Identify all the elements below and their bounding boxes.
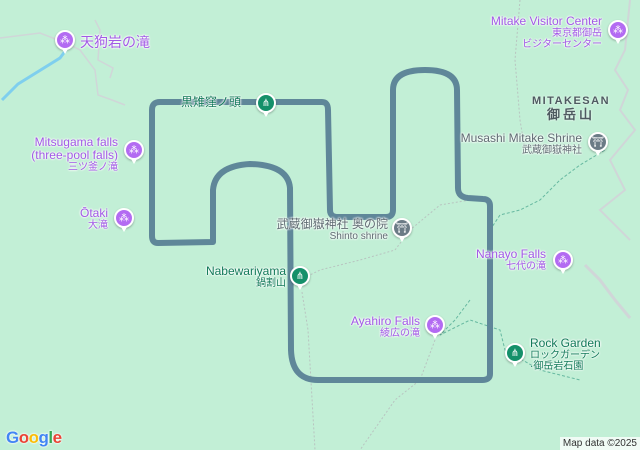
visitor-center-jp2: ビジターセンター bbox=[522, 39, 602, 50]
peak-icon[interactable]: ⋔ bbox=[256, 93, 276, 117]
rock-garden-name: Rock Garden bbox=[530, 336, 601, 350]
road bbox=[598, 0, 637, 241]
shrine-icon[interactable]: ⛩ bbox=[588, 132, 608, 156]
peak-icon[interactable]: ⋔ bbox=[290, 266, 310, 290]
place-label-ayahiro[interactable]: Ayahiro Falls 綾広の滝 bbox=[320, 314, 420, 340]
mitsugama-line2: (three-pool falls) bbox=[31, 148, 118, 162]
okunoin-name: 武蔵御嶽神社 奥の院 bbox=[276, 217, 388, 231]
nanayo-name: Nanayo Falls bbox=[475, 247, 546, 261]
waterfall-icon[interactable]: ⁂ bbox=[114, 208, 134, 232]
rock-garden-jp2: ·御岳岩石園 bbox=[530, 361, 584, 372]
ayahiro-jp: 綾広の滝 bbox=[380, 328, 420, 339]
musashi-mitake-jp: 武蔵御嶽神社 bbox=[522, 145, 582, 156]
area-label-en: MITAKESAN bbox=[531, 95, 611, 107]
nanayo-jp: 七代の滝 bbox=[506, 261, 546, 272]
place-label-tenguiwa[interactable]: 天狗岩の滝 bbox=[80, 34, 150, 50]
place-label-nanayo[interactable]: Nanayo Falls 七代の滝 bbox=[460, 247, 546, 273]
ayahiro-name: Ayahiro Falls bbox=[350, 314, 420, 328]
otaki-name: Ōtaki bbox=[79, 206, 108, 220]
dotted-trail bbox=[299, 199, 471, 281]
waterfall-icon[interactable]: ⁂ bbox=[55, 30, 75, 54]
place-label-visitor-center[interactable]: Mitake Visitor Center 東京都御岳 ビジターセンター bbox=[450, 14, 602, 51]
area-label-jp: 御岳山 bbox=[546, 107, 595, 122]
trail bbox=[94, 19, 114, 79]
dotted-trail bbox=[359, 339, 436, 450]
visitor-center-jp1: 東京都御岳 bbox=[552, 28, 602, 39]
trail bbox=[0, 32, 126, 106]
mitsugama-line1: Mitsugama falls bbox=[34, 135, 118, 149]
mitsugama-jp: 三ツ釜ノ滝 bbox=[68, 162, 118, 173]
nabewariyama-name: Nabewariyama bbox=[205, 264, 286, 278]
google-logo: Google bbox=[6, 428, 62, 447]
dotted-trail bbox=[489, 149, 606, 231]
waterfall-icon[interactable]: ⁂ bbox=[124, 140, 144, 164]
area-label-mitakesan: MITAKESAN 御岳山 bbox=[525, 94, 617, 122]
landmark-icon[interactable]: ⁂ bbox=[608, 20, 628, 44]
route-line bbox=[149, 67, 493, 383]
rock-garden-jp1: ロックガーデン bbox=[530, 350, 600, 361]
stream bbox=[0, 49, 68, 102]
nabewariyama-jp: 鍋割山 bbox=[256, 278, 286, 289]
otaki-jp: 大滝 bbox=[88, 220, 108, 231]
place-label-rock-garden[interactable]: Rock Garden ロックガーデン ·御岳岩石園 bbox=[530, 336, 601, 373]
place-label-otaki[interactable]: Ōtaki 大滝 bbox=[50, 206, 108, 232]
visitor-center-name: Mitake Visitor Center bbox=[490, 14, 602, 28]
okunoin-sub: Shinto shrine bbox=[329, 231, 388, 242]
waterfall-icon[interactable]: ⁂ bbox=[553, 250, 573, 274]
map-attribution[interactable]: Map data ©2025 bbox=[559, 437, 640, 450]
place-label-mitsugama[interactable]: Mitsugama falls (three-pool falls) 三ツ釜ノ滝 bbox=[10, 135, 118, 174]
peak-icon[interactable]: ⋔ bbox=[505, 343, 525, 367]
dotted-trail bbox=[439, 299, 581, 381]
musashi-mitake-name: Musashi Mitake Shrine bbox=[460, 131, 582, 145]
place-label-nabewariyama[interactable]: Nabewariyama 鍋割山 bbox=[180, 264, 286, 290]
shrine-icon[interactable]: ⛩ bbox=[392, 218, 412, 242]
place-label-kurokiji[interactable]: 黒雉窪ノ頭 bbox=[181, 95, 242, 109]
place-label-okunoin[interactable]: 武蔵御嶽神社 奥の院 Shinto shrine bbox=[250, 217, 388, 243]
place-label-musashi-mitake[interactable]: Musashi Mitake Shrine 武蔵御嶽神社 bbox=[430, 131, 582, 157]
road bbox=[583, 263, 632, 319]
waterfall-icon[interactable]: ⁂ bbox=[425, 315, 445, 339]
dotted-trail bbox=[301, 291, 316, 450]
